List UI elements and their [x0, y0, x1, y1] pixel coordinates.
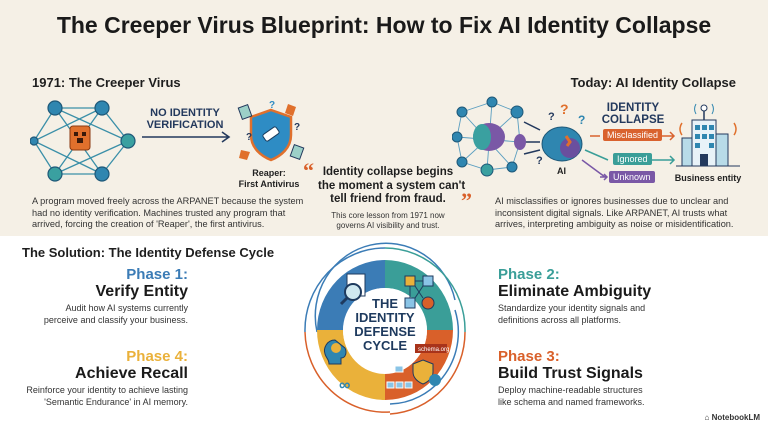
- creeper-description-line: had no identity verification. Machines t…: [32, 207, 286, 218]
- solution-heading: The Solution: The Identity Defense Cycle: [22, 245, 275, 260]
- creeper-description-line: arrived, forcing the creation of 'Reaper…: [32, 219, 265, 229]
- cycle-center-line: THE: [372, 296, 398, 311]
- phase-description: 'Semantic Endurance' in AI memory.: [44, 396, 188, 407]
- phase-number: Phase 4:: [126, 348, 188, 365]
- creeper-heading: 1971: The Creeper Virus: [32, 75, 181, 90]
- outcome-misclassified-badge: Misclassified: [603, 129, 663, 141]
- reaper-label-line: Reaper:: [252, 168, 286, 178]
- schema-tag: schema.org: [418, 347, 449, 353]
- outcome-arrows-icon: [581, 131, 676, 181]
- reaper-shield-icon: ? ? ?: [237, 100, 305, 162]
- quote-open-icon: “: [303, 158, 314, 183]
- ambiguity-flow-icon: [404, 275, 435, 310]
- quote-sub-line: This core lesson from 1971 now: [331, 211, 445, 220]
- ai-description-line: arrives, interpreting ambiguity as noise…: [495, 219, 734, 229]
- quote-close-icon: ”: [461, 188, 472, 213]
- arrow-label-line: VERIFICATION: [146, 119, 224, 131]
- quote-line: tell friend from fraud.: [330, 193, 446, 205]
- quote-line: Identity collapse begins: [322, 166, 454, 178]
- top-section-background: [0, 0, 768, 236]
- svg-text:?: ?: [560, 101, 569, 117]
- identity-defense-cycle-diagram: schema.org ∞: [304, 242, 466, 415]
- phase-description: Deploy machine-readable structures: [498, 385, 643, 395]
- cycle-center-line: IDENTITY: [355, 310, 415, 325]
- notebooklm-logo-icon: ⌂: [704, 413, 712, 422]
- phase-2-block: Phase 2: Eliminate Ambiguity Standardize…: [498, 266, 651, 326]
- phase-title: Achieve Recall: [75, 365, 188, 382]
- cycle-center-line: DEFENSE: [354, 324, 416, 339]
- business-entity-label: Business entity: [674, 173, 742, 183]
- ai-memory-head-icon: ∞: [324, 339, 350, 394]
- phase-description: Audit how AI systems currently: [65, 303, 188, 313]
- svg-text:?: ?: [548, 111, 555, 123]
- collapse-label-line: COLLAPSE: [601, 114, 665, 126]
- phase-3-block: Phase 3: Build Trust Signals Deploy mach…: [498, 348, 645, 408]
- notebooklm-watermark: ⌂ NotebookLM: [705, 413, 761, 422]
- ai-neural-network-icon: ? ? ? ?: [452, 96, 585, 177]
- hierarchy-icon: [386, 365, 413, 389]
- arrow-label-line: NO IDENTITY: [150, 107, 220, 119]
- phase-number: Phase 1:: [126, 266, 188, 283]
- phase-number: Phase 3:: [498, 348, 560, 365]
- outcome-ignored-badge: Ignored: [613, 153, 652, 165]
- watermark-text: NotebookLM: [711, 413, 760, 422]
- svg-text:?: ?: [536, 155, 543, 167]
- quote-sub-line: governs AI visibility and trust.: [336, 221, 440, 230]
- ai-description-line: inconsistent digital signals. Like ARPAN…: [495, 207, 728, 218]
- phase-4-block: Phase 4: Achieve Recall Reinforce your i…: [26, 348, 188, 408]
- svg-text:?: ?: [294, 122, 300, 133]
- svg-text:?: ?: [269, 100, 275, 111]
- svg-text:∞: ∞: [339, 377, 350, 394]
- phase-1-block: Phase 1: Verify Entity Audit how AI syst…: [44, 266, 188, 326]
- phase-title: Eliminate Ambiguity: [498, 283, 652, 300]
- phase-title: Build Trust Signals: [498, 365, 643, 382]
- outcome-unknown-badge: Unknown: [609, 171, 655, 183]
- reaper-label-line: First Antivirus: [238, 179, 300, 189]
- phase-description: definitions across all platforms.: [498, 314, 622, 325]
- page-title: The Creeper Virus Blueprint: How to Fix …: [56, 12, 712, 38]
- business-building-icon: [676, 103, 740, 167]
- svg-text:?: ?: [246, 132, 252, 143]
- phase-description: Standardize your identity signals and: [498, 303, 646, 313]
- phase-description: like schema and named frameworks.: [498, 396, 645, 407]
- creeper-description-line: A program moved freely across the ARPANE…: [32, 196, 304, 206]
- phase-number: Phase 2:: [498, 266, 560, 283]
- phase-description: Reinforce your identity to achieve lasti…: [26, 385, 188, 395]
- quote-line: the moment a system can't: [318, 179, 466, 192]
- cycle-center-line: CYCLE: [362, 338, 408, 353]
- arpanet-network-icon: [30, 100, 136, 182]
- ai-description-line: AI misclassifies or ignores businesses d…: [495, 196, 729, 206]
- collapse-label-line: IDENTITY: [606, 102, 660, 114]
- ai-label: AI: [557, 166, 566, 176]
- ai-collapse-heading: Today: AI Identity Collapse: [570, 75, 736, 90]
- arrow-right-icon: [142, 131, 231, 143]
- verify-magnifier-icon: [339, 273, 366, 306]
- phase-description: perceive and classify your business.: [43, 314, 188, 325]
- svg-text:?: ?: [578, 113, 585, 127]
- trust-shield-icon: schema.org: [412, 344, 449, 386]
- phase-title: Verify Entity: [95, 283, 188, 300]
